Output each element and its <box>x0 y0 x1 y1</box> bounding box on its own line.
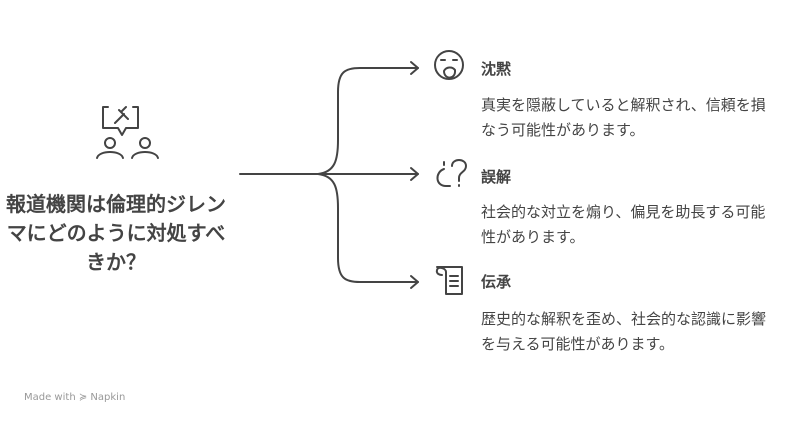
branch-description-tradition: 歴史的な解釈を歪め、社会的な認識に影響を与える可能性があります。 <box>481 310 767 353</box>
footer-made-with: Made with <box>24 392 76 403</box>
branch-title-tradition: 伝承 <box>481 273 512 291</box>
central-question: 報道機関は倫理的ジレンマにどのように対処すべきか？ <box>6 192 226 274</box>
arrow-head-3 <box>410 275 419 289</box>
branch-line-3 <box>317 173 419 283</box>
branch-description-silence: 真実を隠蔽していると解釈され、信頼を損なう可能性があります。 <box>481 96 766 139</box>
branch-description-misunderstanding: 社会的な対立を煽り、偏見を助長する可能性があります。 <box>481 203 766 246</box>
question-marks-icon <box>436 159 467 187</box>
branch-line-1 <box>317 67 419 175</box>
branch-title-misunderstanding: 誤解 <box>481 168 512 186</box>
arrow-head-1 <box>410 61 419 75</box>
napkin-logo-icon: ≽ <box>78 392 88 403</box>
arrow-head-2 <box>410 167 419 181</box>
branch-title-silence: 沈黙 <box>481 60 512 78</box>
surprised-face-icon <box>434 50 464 80</box>
made-with-napkin-footer: Made with ≽ Napkin <box>24 392 125 403</box>
debate-gavel-icon <box>96 106 159 159</box>
footer-brand: Napkin <box>90 392 126 403</box>
scroll-icon <box>435 266 463 295</box>
